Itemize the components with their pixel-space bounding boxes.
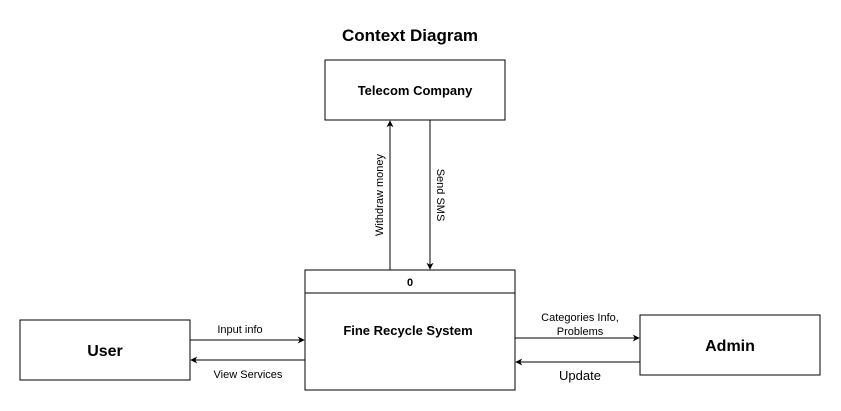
entity-admin[interactable]: Admin bbox=[639, 314, 821, 376]
entity-user-label: User bbox=[87, 343, 123, 360]
flow-withdraw-money-label: Withdraw money bbox=[374, 154, 386, 236]
entity-admin-label: Admin bbox=[705, 338, 755, 355]
flow-send-sms-label: Send SMS bbox=[434, 169, 446, 222]
flow-input-info-label: Input info bbox=[217, 324, 262, 336]
entity-telecom-company[interactable]: Telecom Company bbox=[324, 59, 506, 121]
process-fine-recycle-system[interactable]: 0 Fine Recycle System bbox=[304, 269, 516, 391]
process-label: Fine Recycle System bbox=[343, 323, 472, 338]
process-number: 0 bbox=[407, 277, 413, 289]
flow-view-services-label: View Services bbox=[214, 369, 283, 381]
entity-user[interactable]: User bbox=[19, 319, 191, 381]
diagram-title: Context Diagram bbox=[342, 26, 478, 45]
flow-categories-label-line2: Problems bbox=[557, 326, 604, 338]
flow-categories-label-line1: Categories Info, bbox=[541, 312, 619, 324]
entity-telecom-label: Telecom Company bbox=[358, 83, 473, 98]
flow-update-label: Update bbox=[559, 368, 601, 383]
